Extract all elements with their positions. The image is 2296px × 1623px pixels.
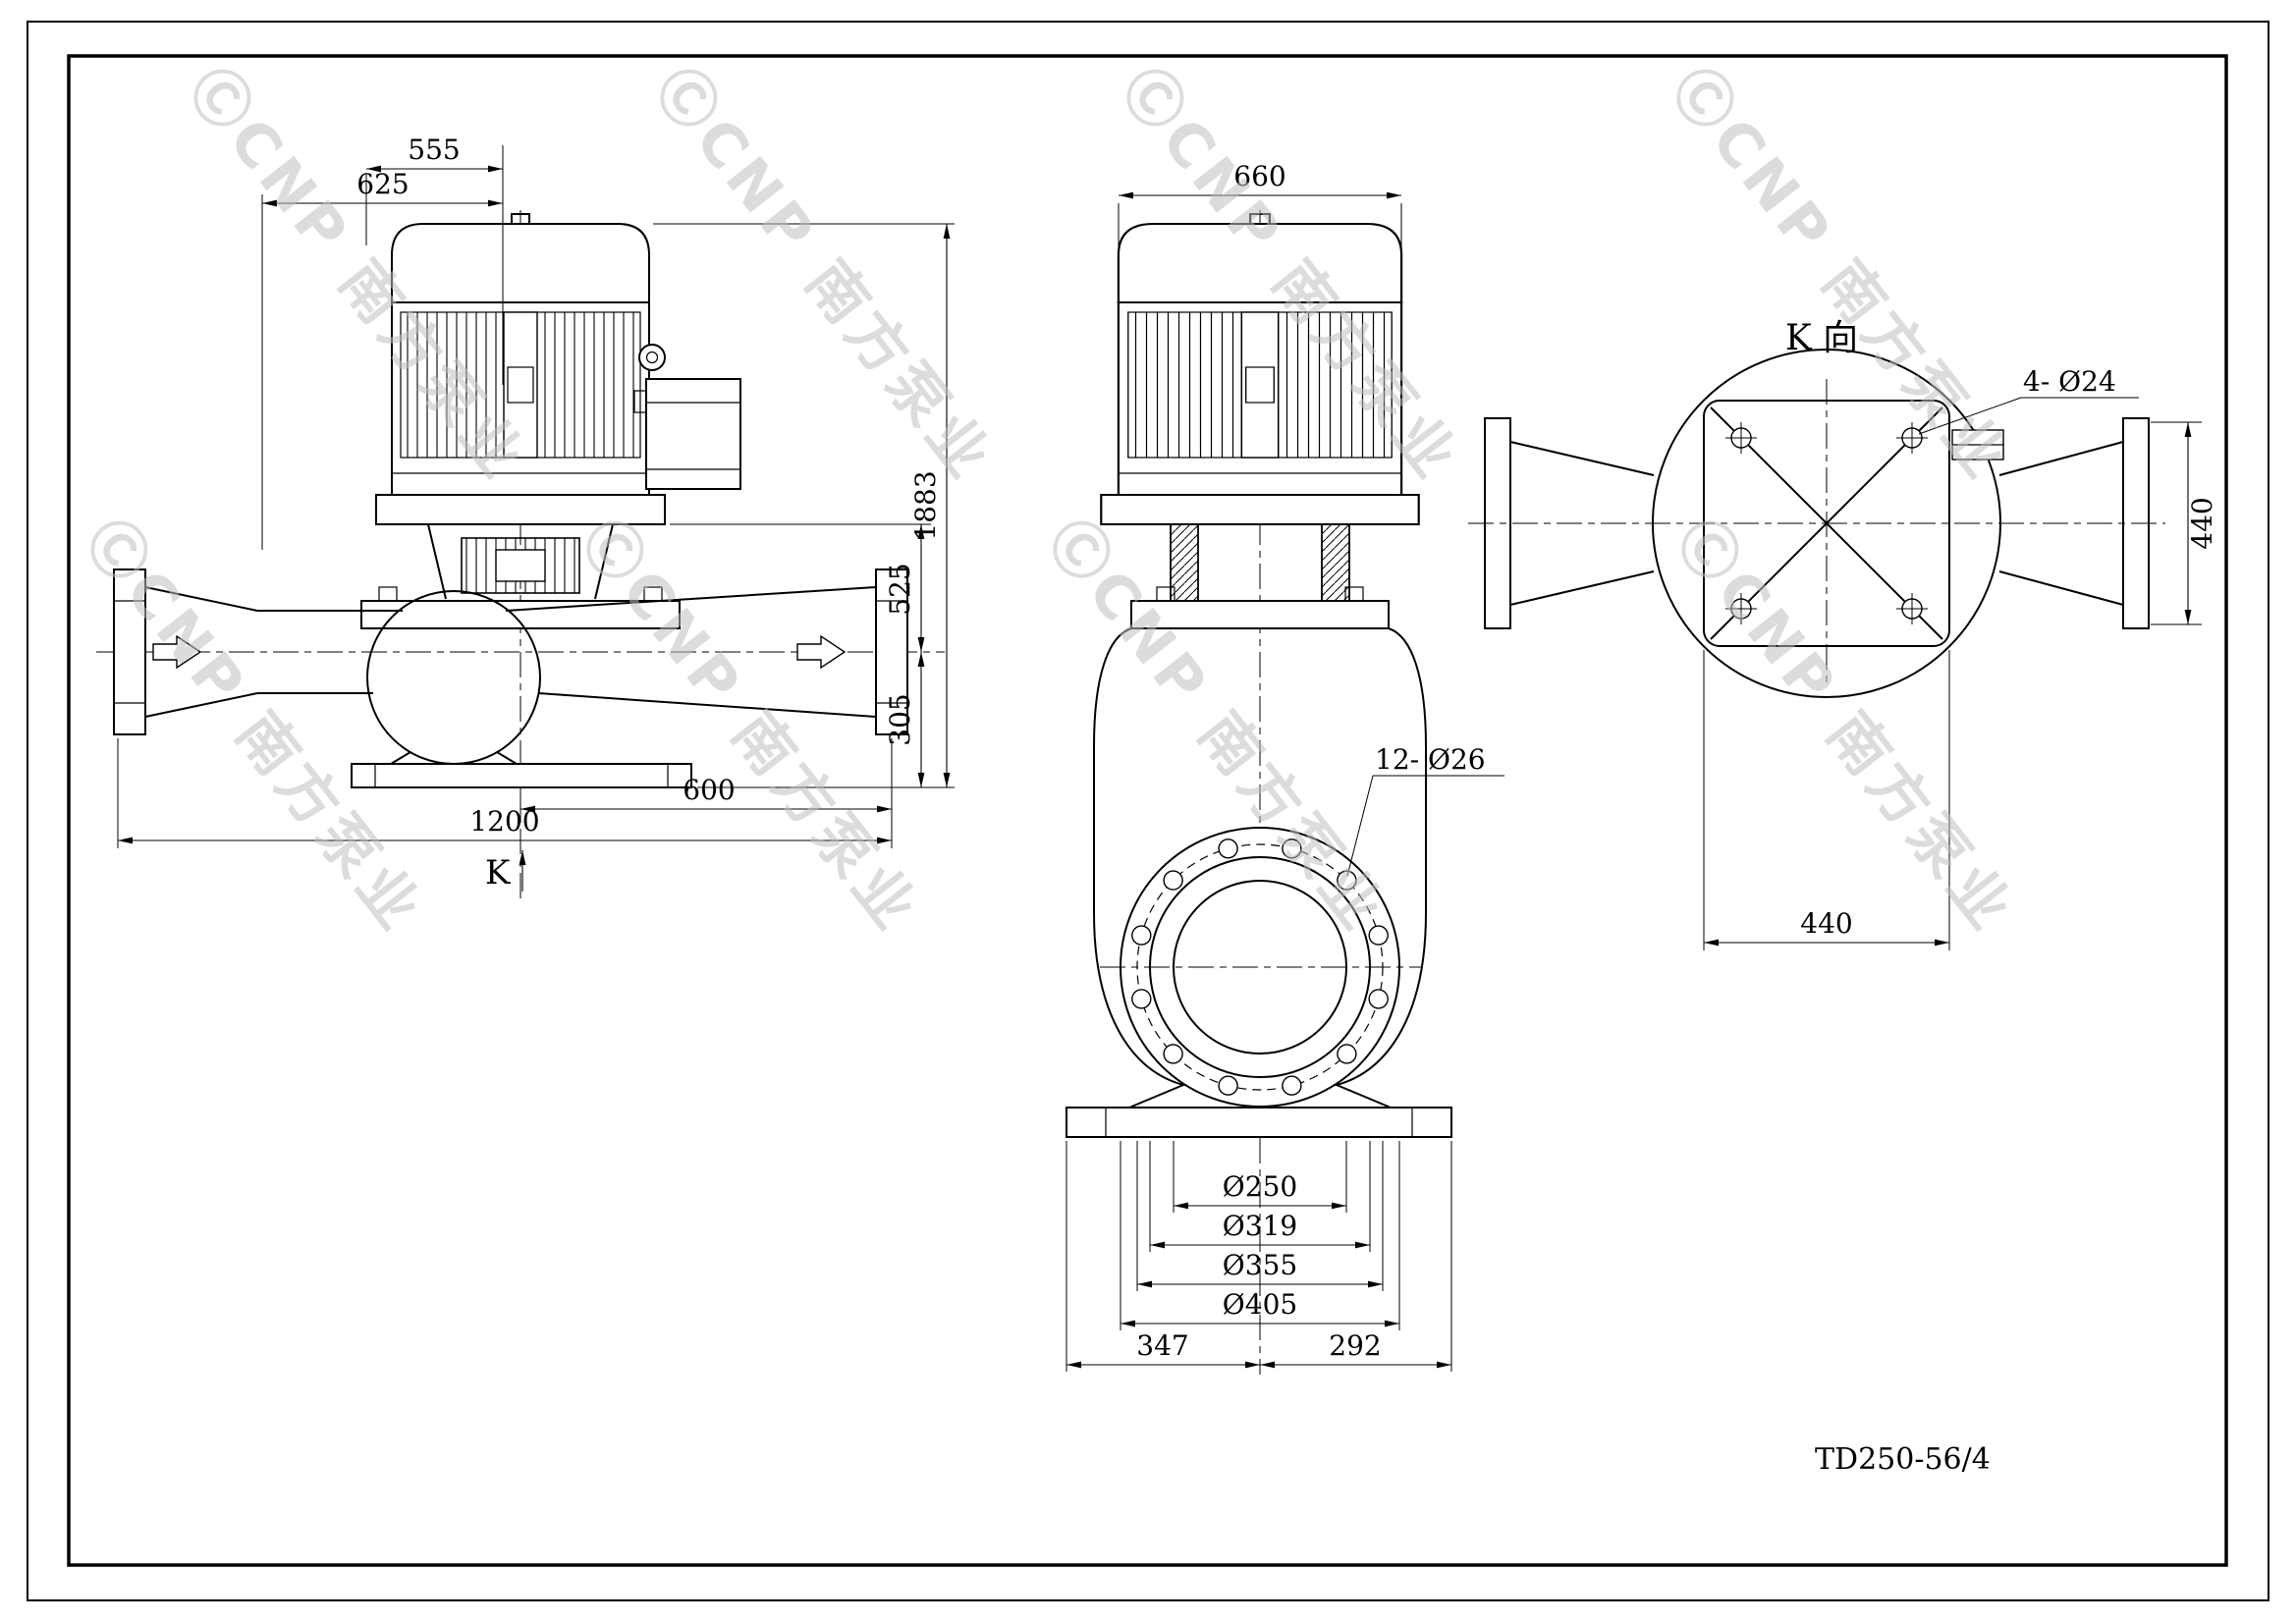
dim-440-vertical-label: 440 <box>2186 497 2218 549</box>
dim-625-label: 625 <box>356 168 409 200</box>
dim-d319: Ø319 <box>1149 1141 1371 1252</box>
dim-347-292: 347 292 <box>1066 1141 1452 1372</box>
front-view: 555 625 1883 525 305 600 <box>96 134 955 901</box>
dim-d319-label: Ø319 <box>1223 1210 1297 1242</box>
flange-bolt-holes <box>1131 839 1389 1096</box>
dim-525: 525 <box>670 523 931 652</box>
side-pump-casing <box>1066 586 1452 1138</box>
dim-d250-label: Ø250 <box>1223 1170 1297 1203</box>
dim-305: 305 <box>697 652 931 788</box>
k-view: K 向 <box>1468 318 2218 950</box>
dim-555: 555 <box>365 134 504 385</box>
dim-d405: Ø405 <box>1120 1141 1400 1330</box>
front-lantern <box>427 523 614 600</box>
note-12-d26: 12- Ø26 <box>1346 743 1504 877</box>
dim-525-label: 525 <box>884 563 916 615</box>
front-motor <box>375 213 741 525</box>
flow-arrow-out-icon <box>796 634 847 670</box>
dim-347-label: 347 <box>1136 1329 1188 1362</box>
dim-440-horizontal-label: 440 <box>1800 907 1852 940</box>
dim-305-label: 305 <box>884 693 916 745</box>
dim-660: 660 <box>1118 160 1402 247</box>
dim-1200: 1200 <box>117 738 893 848</box>
lifting-eye-icon <box>638 344 666 371</box>
dim-625: 625 <box>261 168 503 550</box>
dim-1200-label: 1200 <box>469 805 539 838</box>
dim-292-label: 292 <box>1329 1329 1381 1362</box>
note-4-d24-label: 4- Ø24 <box>2023 365 2116 398</box>
k-direction-arrow: K <box>485 850 526 893</box>
k-view-bolt-holes <box>1725 422 1928 624</box>
dim-d355: Ø355 <box>1136 1141 1384 1291</box>
note-12-d26-label: 12- Ø26 <box>1375 743 1486 776</box>
sheet-border <box>27 21 2269 1601</box>
dim-600: 600 <box>519 738 893 817</box>
k-view-body <box>1468 349 2165 698</box>
dim-600-label: 600 <box>683 774 735 806</box>
model-number: TD250-56/4 <box>1815 1442 1991 1477</box>
side-view: 12- Ø26 Ø250 Ø319 Ø355 Ø405 <box>1066 160 1504 1375</box>
dim-440-vertical: 440 <box>2151 421 2218 625</box>
note-4-d24: 4- Ø24 <box>1918 365 2139 435</box>
flow-arrow-in-icon <box>152 634 202 670</box>
dim-1883: 1883 <box>653 223 955 788</box>
dim-1883-label: 1883 <box>909 470 942 540</box>
dim-d250: Ø250 <box>1173 1141 1347 1213</box>
discharge-flange-face <box>1100 827 1422 1108</box>
dim-d405-label: Ø405 <box>1223 1288 1297 1321</box>
dim-555-label: 555 <box>408 134 460 166</box>
k-direction-label: K <box>485 853 511 893</box>
dim-d355-label: Ø355 <box>1223 1249 1297 1281</box>
dim-660-label: 660 <box>1233 160 1285 192</box>
dim-440-horizontal: 440 <box>1703 650 1950 950</box>
front-pump-casing <box>113 568 908 788</box>
